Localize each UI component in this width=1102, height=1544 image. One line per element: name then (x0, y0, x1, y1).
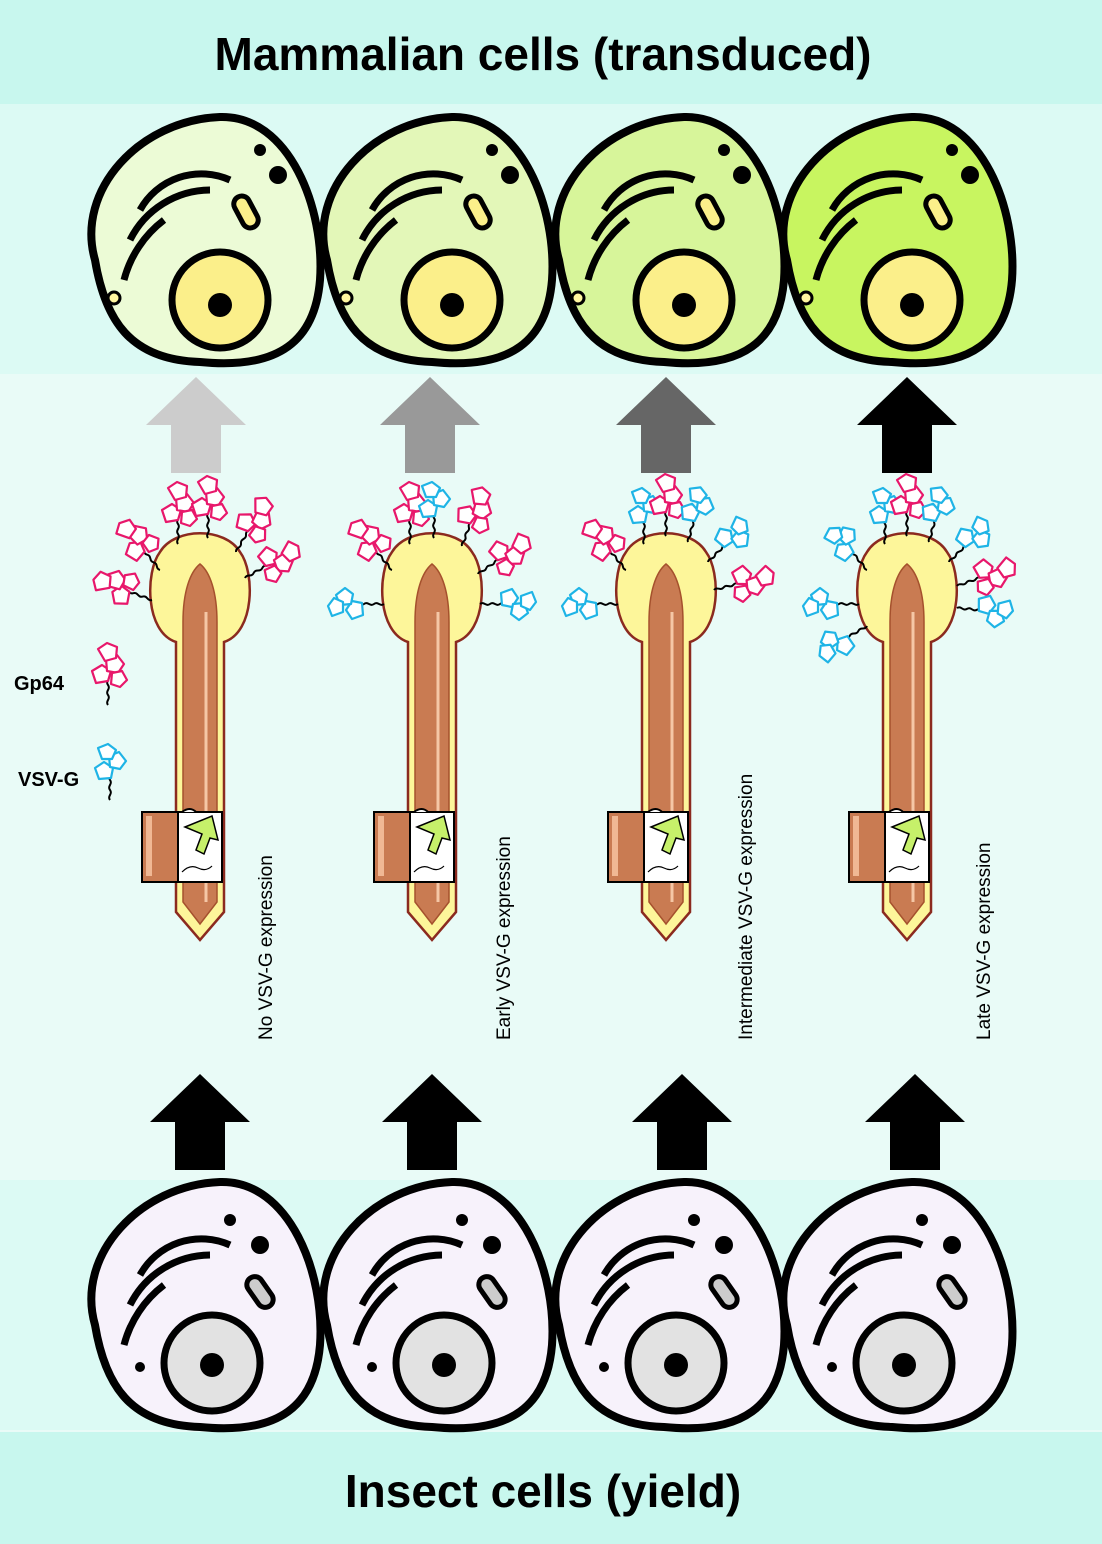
legend-gp64-label: Gp64 (14, 673, 65, 695)
column-label: Intermediate VSV-G expression (736, 774, 757, 1040)
insect-cell (319, 1177, 557, 1433)
footer-band (0, 1432, 1102, 1544)
mammalian-cell (779, 112, 1017, 368)
mammalian-cell (551, 112, 789, 368)
mammalian-cell (319, 112, 557, 368)
column-label: Late VSV-G expression (974, 843, 995, 1041)
insect-cell (87, 1177, 325, 1433)
insect-cell (779, 1177, 1017, 1433)
insect-cell (551, 1177, 789, 1433)
column-label: No VSV-G expression (256, 855, 277, 1040)
header-band (0, 0, 1102, 104)
footer-title: Insect cells (yield) (345, 1465, 741, 1517)
mammalian-cell (87, 112, 325, 368)
legend-vsvg-label: VSV-G (18, 769, 79, 791)
page-title: Mammalian cells (transduced) (215, 28, 872, 80)
column-label: Early VSV-G expression (494, 836, 515, 1040)
